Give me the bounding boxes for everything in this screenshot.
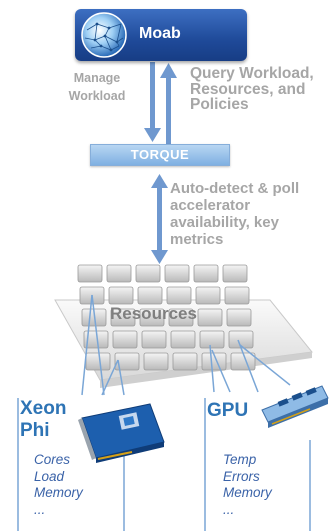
xeon-metric-item: ... [34, 501, 46, 517]
resource-node [137, 286, 163, 305]
resource-node [77, 264, 103, 283]
resource-node [197, 308, 223, 327]
torque-label: TORQUE [130, 147, 190, 162]
resource-node [114, 352, 140, 371]
resource-node [139, 308, 165, 327]
resource-node [170, 330, 196, 349]
resource-node [166, 286, 192, 305]
resource-node [112, 330, 138, 349]
resource-node [110, 308, 136, 327]
gpu-metrics: Temp Errors Memory ... [223, 452, 272, 518]
resource-node [106, 264, 132, 283]
gpu-metric-item: ... [223, 501, 235, 517]
resource-node [199, 330, 225, 349]
resource-node [141, 330, 167, 349]
resource-node [172, 352, 198, 371]
xeon-connectors [81, 294, 125, 396]
moab-label: Moab [139, 25, 181, 42]
query-arrow [160, 63, 177, 144]
autodetect-label: Auto-detect & poll accelerator availabil… [170, 180, 300, 248]
gpu-metric-item: Temp [223, 452, 257, 467]
gpu-metric-item: Errors [223, 468, 260, 484]
xeon-phi-card-icon [78, 403, 165, 463]
resource-node [143, 352, 169, 371]
resource-node [85, 352, 111, 371]
manage-arrow [144, 62, 161, 142]
xeon-phi-title: Xeon Phi [20, 398, 67, 441]
resource-node [193, 264, 219, 283]
moab-globe-logo [81, 12, 127, 58]
xeon-metric-item: Memory [34, 485, 83, 500]
resource-node [168, 308, 194, 327]
moab-box: Moab [75, 9, 247, 61]
xeon-phi-metrics: Cores Load Memory ... [34, 452, 83, 518]
gpu-card-icon [261, 385, 329, 428]
resource-node [195, 286, 221, 305]
resource-node [224, 286, 250, 305]
gpu-metric-item: Memory [223, 485, 272, 500]
gpu-connectors [209, 339, 291, 393]
torque-box: TORQUE [90, 144, 230, 166]
resource-node [226, 308, 252, 327]
resource-node [108, 286, 134, 305]
resource-node [230, 352, 256, 371]
manage-workload-label: Manage Workload [68, 71, 126, 103]
resources-label: Resources [110, 304, 197, 323]
query-label: Query Workload, Resources, and Policies [190, 65, 314, 113]
resource-node [222, 264, 248, 283]
gpu-title: GPU [207, 400, 249, 421]
resource-node [164, 264, 190, 283]
autodetect-arrow [151, 174, 168, 264]
xeon-metric-item: Load [34, 468, 65, 484]
resource-node [135, 264, 161, 283]
xeon-metric-item: Cores [34, 452, 71, 467]
